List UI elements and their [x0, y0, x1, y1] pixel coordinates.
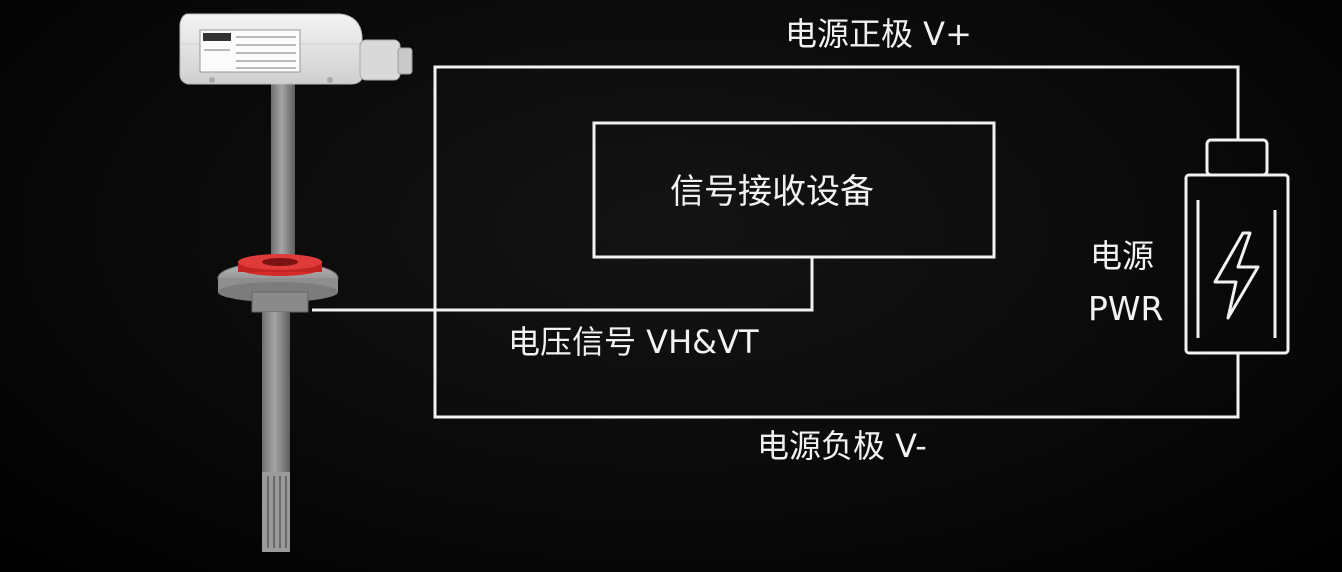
power-label-cn: 电源	[1090, 237, 1155, 275]
battery-icon	[1184, 138, 1290, 355]
receiver-label: 信号接收设备	[670, 172, 874, 212]
positive-wire	[433, 65, 1240, 305]
negative-wire	[433, 305, 1240, 419]
signal-label: 电压信号 VH&VT	[508, 323, 759, 361]
receiver-box	[592, 121, 996, 259]
sensor-device	[179, 13, 413, 552]
power-label-en: PWR	[1088, 289, 1164, 328]
negative-terminal-label: 电源负极 V-	[757, 427, 927, 465]
signal-wire	[312, 257, 814, 312]
positive-terminal-label: 电源正极 V+	[785, 15, 972, 53]
